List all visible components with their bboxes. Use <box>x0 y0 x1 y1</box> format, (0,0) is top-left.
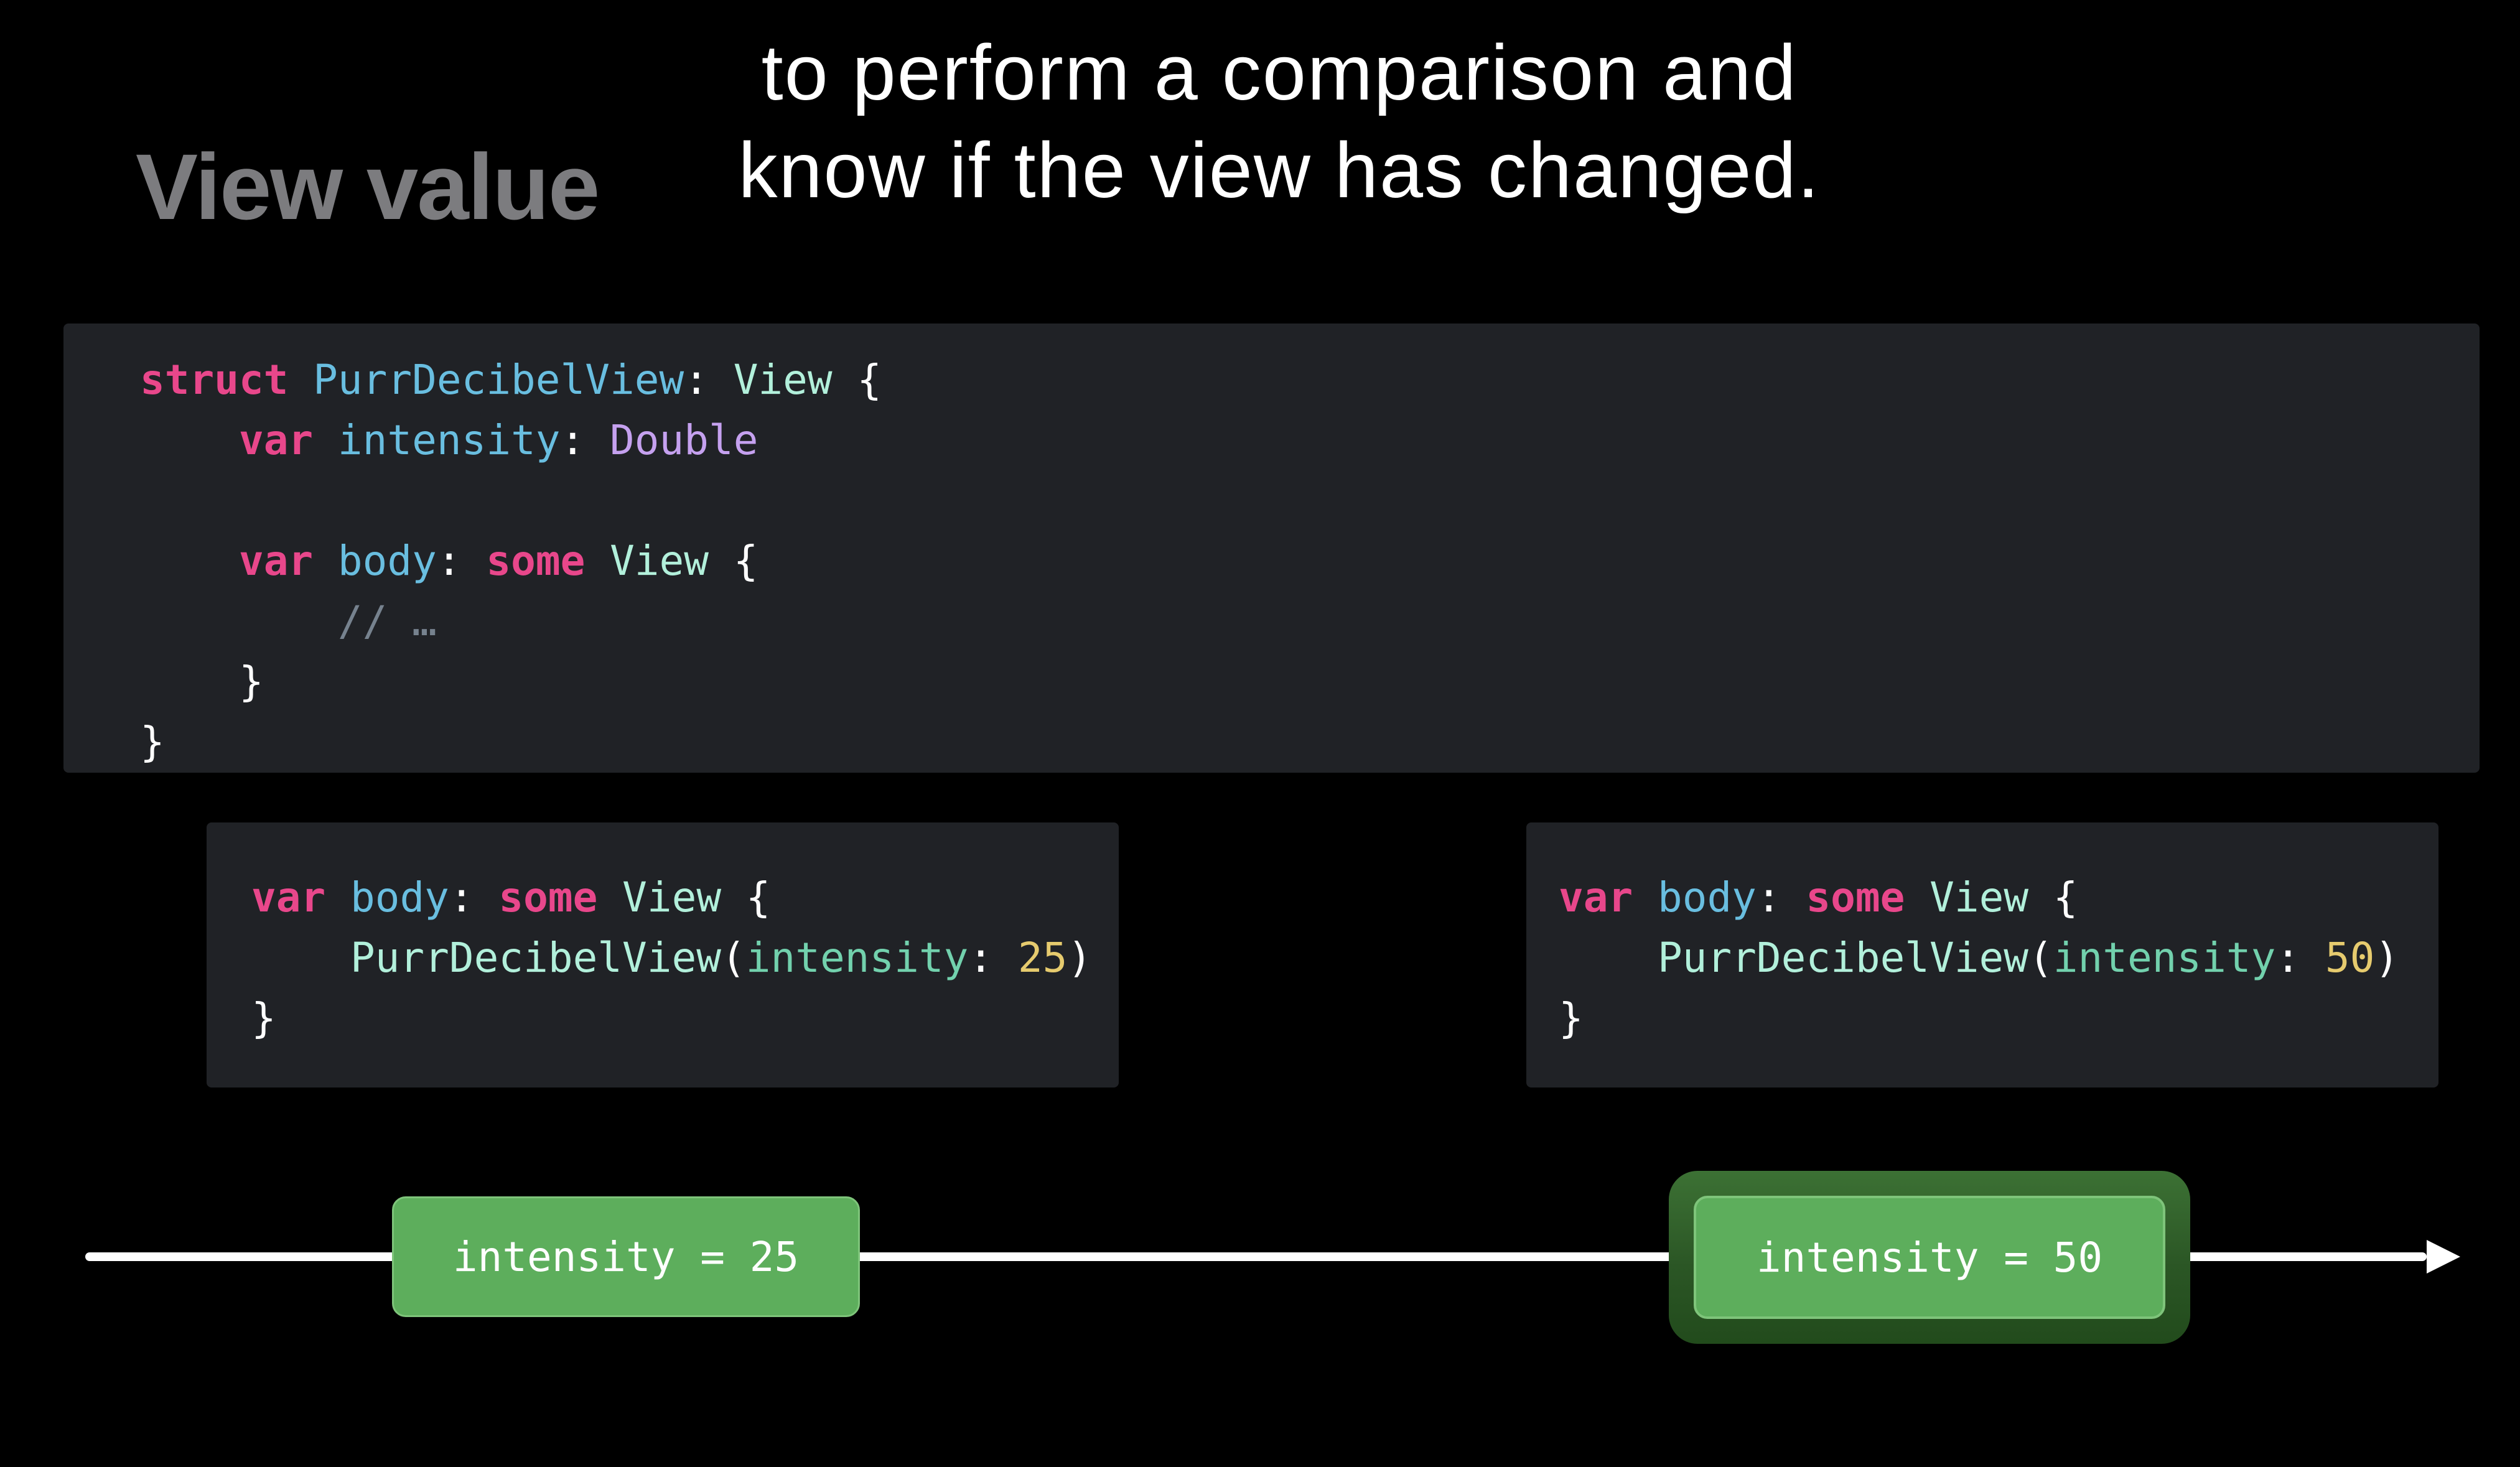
caption-line-1: to perform a comparison and <box>761 29 1798 116</box>
code-line: PurrDecibelView(intensity: 50) <box>1559 928 2438 988</box>
code-line: var body: some View { <box>1559 867 2438 928</box>
code-token-plain: { <box>709 537 758 585</box>
code-token-plain: : <box>684 356 734 404</box>
page-title: View value <box>136 134 600 239</box>
code-line: var body: some View { <box>251 867 1119 928</box>
code-token-plain <box>1633 873 1658 921</box>
code-token-plain: } <box>251 994 276 1042</box>
main-code-panel: struct PurrDecibelView: View { var inten… <box>63 324 2480 773</box>
code-token-keyword: some <box>1806 873 1905 921</box>
code-line: // … <box>140 591 2480 651</box>
code-token-plain <box>585 537 610 585</box>
code-token-keyword: some <box>486 537 586 585</box>
code-token-plain: : <box>449 873 499 921</box>
code-token-plain <box>251 934 350 982</box>
right-code: var body: some View { PurrDecibelView(in… <box>1526 822 2438 1048</box>
code-token-plain: { <box>721 873 771 921</box>
code-token-param_label: intensity <box>745 934 969 982</box>
code-token-number: 50 <box>2325 934 2375 982</box>
timeline-arrowhead-icon <box>2427 1240 2460 1274</box>
state-box-50: intensity = 50 <box>1694 1196 2165 1319</box>
code-token-plain: : <box>2275 934 2325 982</box>
code-panel-intensity-50: var body: some View { PurrDecibelView(in… <box>1526 822 2438 1087</box>
code-token-decl_name: body <box>350 873 449 921</box>
state-box-25: intensity = 25 <box>392 1196 860 1317</box>
code-token-type_name: View <box>622 873 722 921</box>
code-token-plain: } <box>1559 994 1584 1042</box>
state-box-50-label: intensity = 50 <box>1756 1233 2103 1282</box>
code-token-plain: : <box>1756 873 1806 921</box>
code-token-plain: ( <box>721 934 746 982</box>
code-token-plain <box>288 356 313 404</box>
code-token-param_label: intensity <box>2053 934 2276 982</box>
code-token-type_name: PurrDecibelView <box>1657 934 2028 982</box>
code-line: PurrDecibelView(intensity: 25) <box>251 928 1119 988</box>
code-line <box>140 470 2480 531</box>
code-token-plain <box>140 416 239 464</box>
main-code: struct PurrDecibelView: View { var inten… <box>63 324 2480 772</box>
code-token-plain <box>1905 873 1930 921</box>
code-token-plain: : <box>436 537 487 585</box>
code-line: var body: some View { <box>140 531 2480 591</box>
code-token-decl_name: PurrDecibelView <box>313 356 684 404</box>
code-token-type_purple: Double <box>610 416 758 464</box>
code-token-plain: ( <box>2028 934 2053 982</box>
code-token-keyword: some <box>498 873 598 921</box>
code-token-decl_name: body <box>1657 873 1757 921</box>
code-token-plain <box>313 416 338 464</box>
code-line: } <box>140 651 2480 712</box>
code-token-type_name: View <box>1930 873 2029 921</box>
code-line: } <box>251 988 1119 1048</box>
code-token-type_name: View <box>610 537 709 585</box>
code-token-type_name: PurrDecibelView <box>350 934 721 982</box>
state-box-50-halo: intensity = 50 <box>1669 1171 2190 1344</box>
code-token-plain <box>597 873 622 921</box>
code-panel-intensity-25: var body: some View { PurrDecibelView(in… <box>207 822 1119 1087</box>
code-token-plain: { <box>2028 873 2078 921</box>
code-token-decl_name: intensity <box>337 416 561 464</box>
code-token-comment: // … <box>337 597 437 645</box>
code-token-plain: ) <box>1067 934 1093 982</box>
code-line: } <box>1559 988 2438 1048</box>
code-line: var intensity: Double <box>140 410 2480 470</box>
code-token-decl_name: body <box>337 537 437 585</box>
code-token-keyword: var <box>238 537 314 585</box>
caption: to perform a comparison and know if the … <box>595 24 1964 219</box>
left-code: var body: some View { PurrDecibelView(in… <box>207 822 1119 1048</box>
code-token-plain: { <box>832 356 882 404</box>
code-token-plain: } <box>140 658 264 706</box>
code-token-plain: } <box>140 718 165 766</box>
code-token-type_name: View <box>733 356 833 404</box>
code-token-plain <box>1559 934 1658 982</box>
code-token-keyword: struct <box>140 356 289 404</box>
code-token-plain <box>140 597 338 645</box>
code-token-number: 25 <box>1017 934 1068 982</box>
state-box-25-label: intensity = 25 <box>452 1232 800 1281</box>
code-line: struct PurrDecibelView: View { <box>140 350 2480 410</box>
code-token-keyword: var <box>1559 873 1633 921</box>
caption-line-2: know if the view has changed. <box>738 126 1821 214</box>
code-token-plain <box>313 537 338 585</box>
code-token-plain: : <box>968 934 1018 982</box>
code-token-plain <box>140 537 239 585</box>
code-token-plain: ) <box>2374 934 2400 982</box>
code-token-plain <box>325 873 350 921</box>
code-line: } <box>140 712 2480 772</box>
code-token-keyword: var <box>238 416 314 464</box>
code-token-plain: : <box>560 416 610 464</box>
code-token-keyword: var <box>251 873 326 921</box>
